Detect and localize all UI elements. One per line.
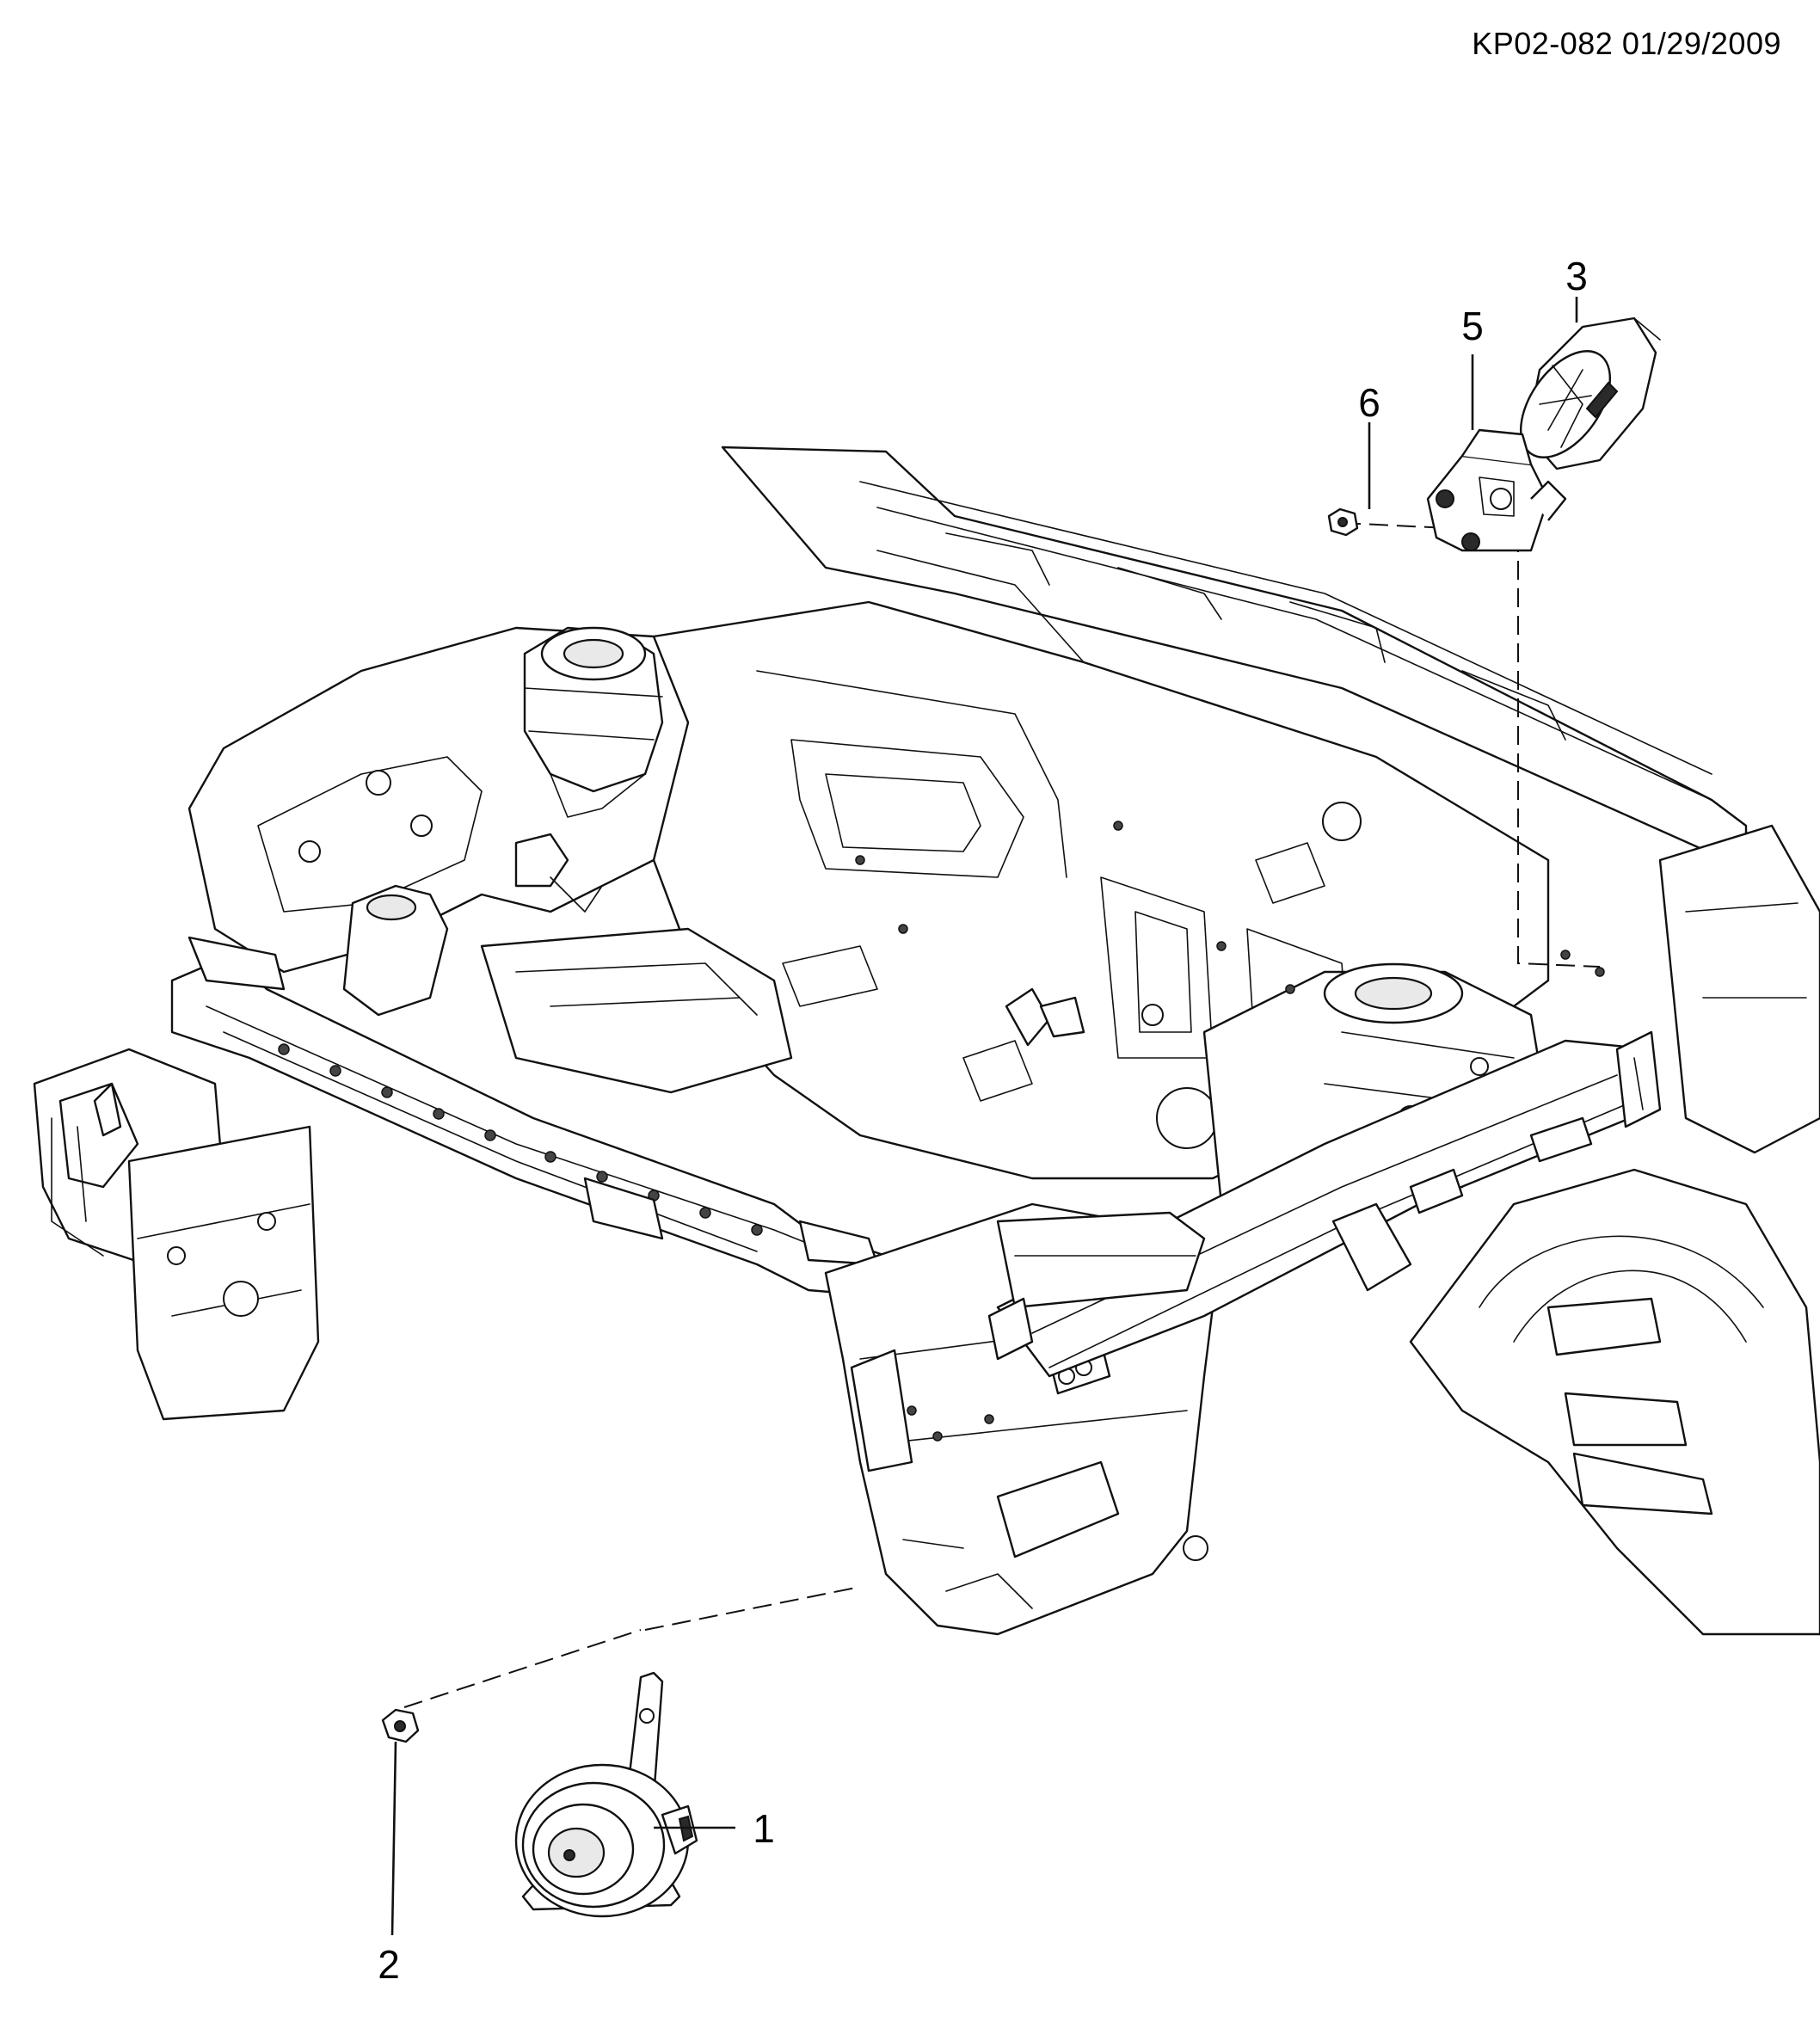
part-nut-2 <box>381 1708 420 1743</box>
part-horn <box>514 1671 698 1918</box>
part-mounting-bracket <box>1426 428 1567 552</box>
callout-leaders <box>390 297 1578 1936</box>
part-horn-cover <box>1519 317 1661 470</box>
callout-1: 1 <box>753 1806 775 1851</box>
callout-labels: 3 5 6 1 2 <box>378 254 1588 1987</box>
diagram-code-date: KP02-082 01/29/2009 <box>1472 26 1781 61</box>
vehicle-front-structure <box>33 446 1820 1636</box>
callout-5: 5 <box>1461 304 1484 348</box>
callout-3: 3 <box>1565 254 1588 298</box>
callout-6: 6 <box>1358 380 1380 425</box>
callout-2: 2 <box>378 1942 400 1987</box>
part-nut-6 <box>1327 507 1359 537</box>
